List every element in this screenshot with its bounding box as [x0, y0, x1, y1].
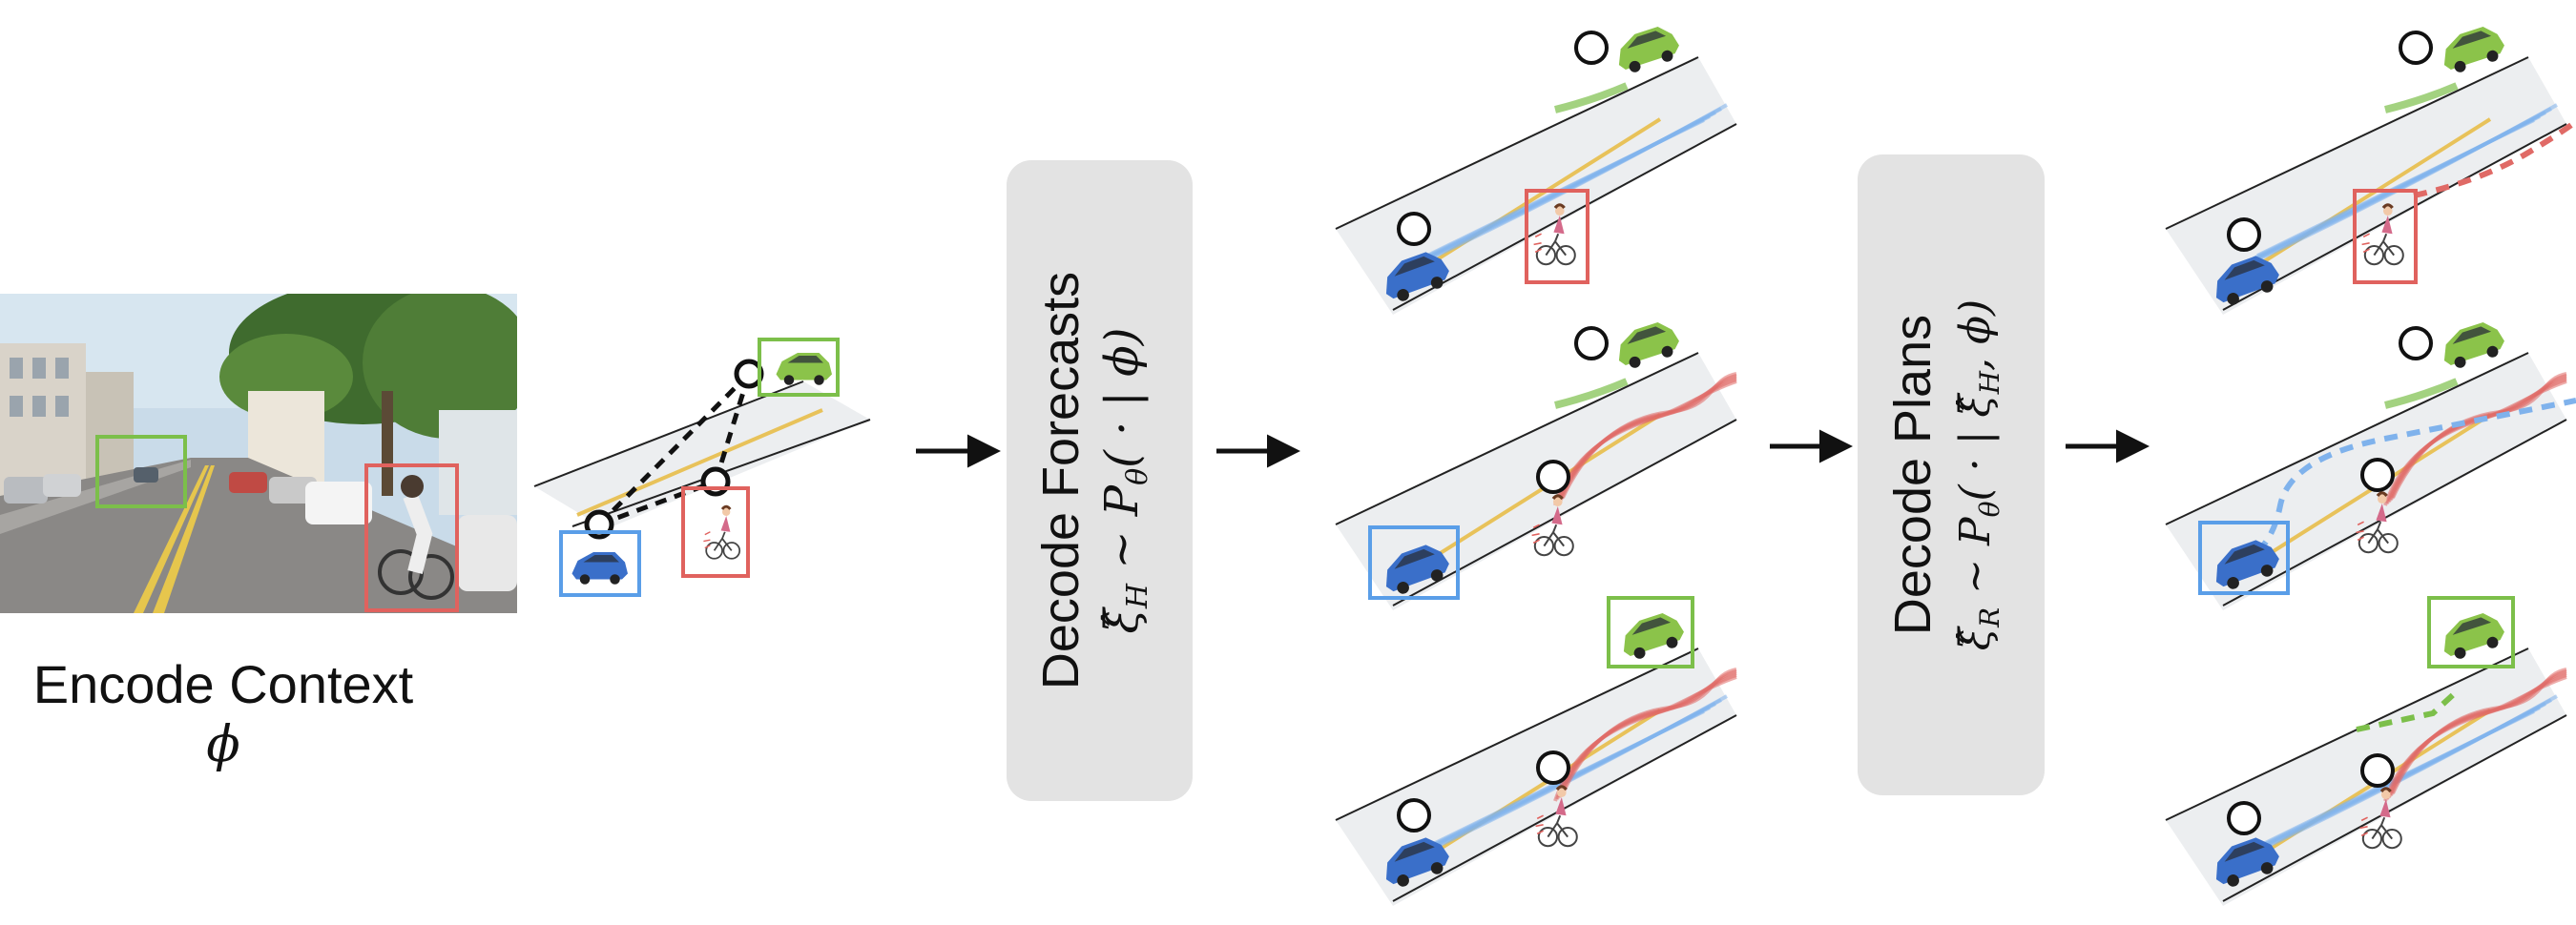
- encode-label: Encode Context: [33, 654, 414, 714]
- red-box: [364, 463, 459, 612]
- green-car-icon: [2437, 318, 2508, 373]
- road-scene: [2165, 22, 2576, 315]
- road-scene: [1335, 22, 1737, 315]
- plan-scenes: [2165, 22, 2576, 906]
- blue-car-icon: [571, 552, 628, 585]
- street-photo: [0, 294, 517, 613]
- forecasts-formula: ξ̂H ~ Pθ( · | ϕ): [1095, 327, 1154, 633]
- road-scene: [2165, 318, 2576, 610]
- road-scene: [1335, 318, 1737, 610]
- green-car-icon: [1616, 608, 1688, 664]
- decode-forecasts-panel: Decode Forecasts ξ̂H ~ Pθ( · | ϕ): [1007, 160, 1193, 801]
- forecast-scenes: [1335, 22, 1737, 906]
- green-box: [95, 435, 187, 508]
- plans-label: Decode Plans: [1884, 315, 1942, 635]
- green-car-icon: [1611, 22, 1683, 77]
- road-scene: [2165, 596, 2567, 906]
- forecasts-label: Decode Forecasts: [1032, 272, 1090, 689]
- scene-graph: [533, 338, 871, 597]
- plans-formula: ξ̂R ~ Pθ( · | ξ̂H, ϕ): [1951, 299, 2005, 650]
- green-car-icon: [2437, 22, 2508, 77]
- green-car-icon: [776, 353, 832, 385]
- encode-symbol: ϕ: [206, 716, 239, 773]
- green-car-icon: [1611, 318, 1683, 373]
- road-scene: [1335, 596, 1737, 906]
- green-car-icon: [2437, 608, 2508, 664]
- cyclist-icon: [702, 504, 741, 561]
- decode-plans-panel: Decode Plans ξ̂R ~ Pθ( · | ξ̂H, ϕ): [1858, 154, 2045, 795]
